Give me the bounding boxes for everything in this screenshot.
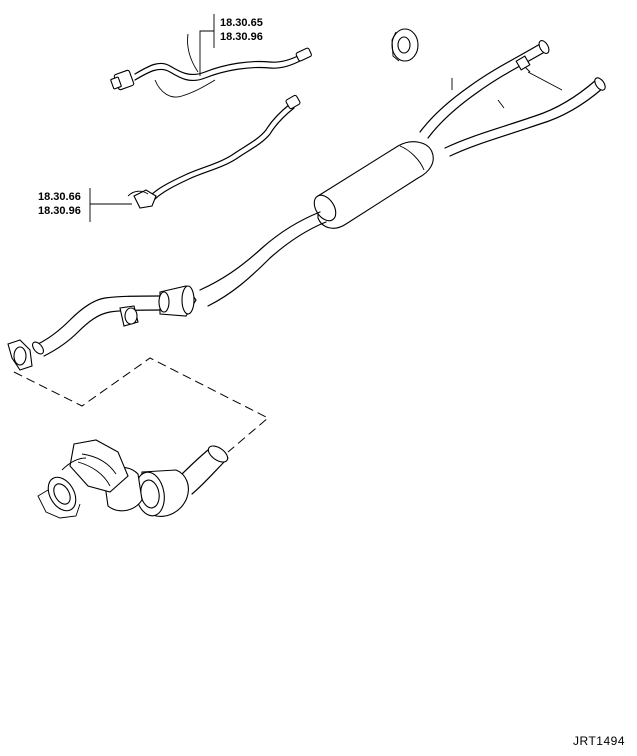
pipe-bracket xyxy=(119,305,139,327)
tailpipe-left xyxy=(419,40,550,139)
callout-upper-codes: 18.30.65 18.30.96 xyxy=(220,16,263,44)
front-clamp xyxy=(7,339,33,371)
callout-bracket-upper xyxy=(199,14,215,76)
callout-lower-codes: 18.30.66 18.30.96 xyxy=(38,190,81,218)
figure-id: JRT1494 xyxy=(573,734,625,748)
oxygen-sensor-harness-upper xyxy=(110,33,312,98)
callout-lower-code-2: 18.30.96 xyxy=(38,205,81,217)
tailpipe-hangers xyxy=(451,55,563,109)
tailpipe-right xyxy=(444,77,606,157)
callout-lower-code-1: 18.30.66 xyxy=(38,191,81,203)
callout-bracket-lower xyxy=(89,188,132,222)
oxygen-sensor-harness-lower xyxy=(127,94,301,209)
callout-upper-code-1: 18.30.65 xyxy=(220,17,263,29)
callout-upper-code-2: 18.30.96 xyxy=(220,31,263,43)
downpipe-catalytic-converter xyxy=(37,439,229,519)
rear-silencer xyxy=(313,141,434,229)
intermediate-pipe xyxy=(32,211,327,357)
assembly-leader-line xyxy=(13,357,269,453)
rubber-mounting xyxy=(391,28,419,62)
